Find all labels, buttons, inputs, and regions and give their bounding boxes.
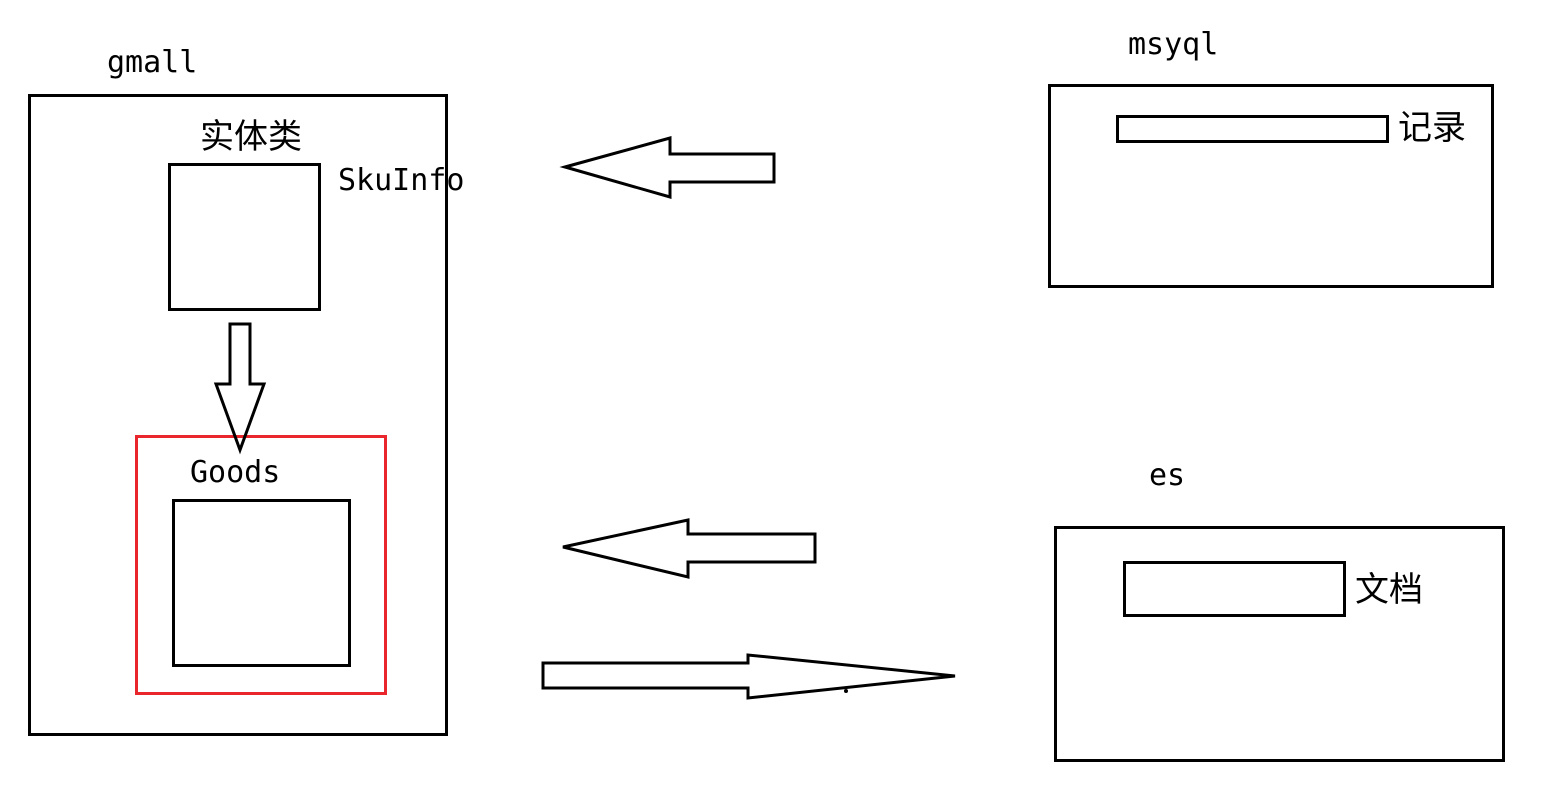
goods-box bbox=[172, 499, 351, 667]
gmall-title: gmall bbox=[107, 45, 198, 80]
goods-highlight-frame bbox=[135, 435, 387, 695]
es-title: es bbox=[1149, 458, 1186, 493]
mysql-box bbox=[1048, 84, 1494, 288]
skuinfo-label: SkuInfo bbox=[338, 163, 465, 198]
es-box bbox=[1054, 526, 1505, 762]
gmall-box bbox=[28, 94, 448, 736]
arrow-es-to-gmall bbox=[562, 518, 817, 579]
arrow-gmall-to-es bbox=[541, 653, 956, 700]
mysql-title: msyql bbox=[1128, 27, 1219, 62]
es-document-box bbox=[1123, 561, 1346, 617]
skuinfo-box bbox=[168, 163, 321, 311]
stray-dot bbox=[844, 689, 848, 693]
goods-label: Goods bbox=[190, 455, 281, 490]
record-label: 记录 bbox=[1398, 108, 1466, 148]
document-label: 文档 bbox=[1355, 570, 1423, 610]
mysql-record-box bbox=[1116, 115, 1389, 143]
arrow-skuinfo-to-goods bbox=[213, 322, 267, 455]
arrow-mysql-to-gmall bbox=[559, 136, 776, 199]
entity-class-label: 实体类 bbox=[200, 117, 302, 157]
